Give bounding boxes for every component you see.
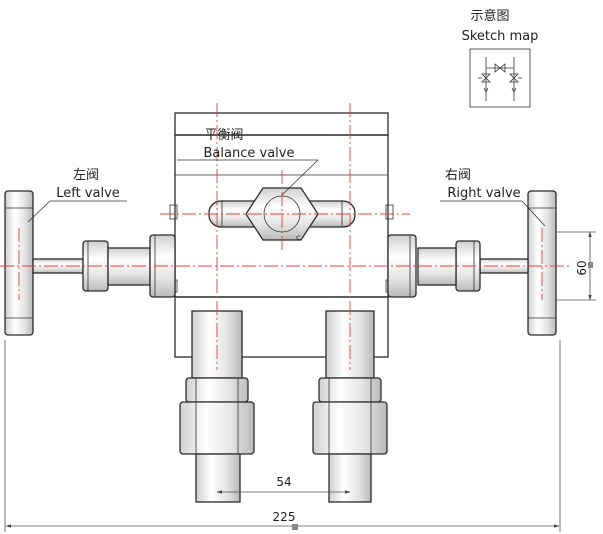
right-valve-label-cn: 右阀 xyxy=(445,168,471,183)
right-valve xyxy=(387,190,557,336)
right-port-fitting xyxy=(312,310,388,503)
dimension-54: 54 xyxy=(276,475,291,489)
dimension-60: 60 xyxy=(575,260,589,275)
balance-valve-label-en: Balance valve xyxy=(204,146,295,161)
dimension-port-spacing: 54 xyxy=(216,475,351,494)
sketch-map: 示意图 Sketch map xyxy=(462,8,539,108)
sketch-map-symbol xyxy=(478,57,522,101)
left-valve-label-en: Left valve xyxy=(56,186,120,201)
right-valve-label-en: Right valve xyxy=(447,186,520,201)
sketch-map-frame xyxy=(469,48,531,108)
left-valve xyxy=(4,190,176,336)
dimension-height: 60 xyxy=(556,231,596,301)
hex-mark: c xyxy=(296,233,300,242)
dimension-225: 225 xyxy=(273,510,296,524)
sketch-title-cn: 示意图 xyxy=(470,8,509,24)
left-port-fitting xyxy=(179,310,255,503)
leader-lines xyxy=(27,159,546,227)
centerlines xyxy=(0,103,572,370)
balance-valve-label-cn: 平衡阀 xyxy=(204,128,243,143)
left-valve-label-cn: 左阀 xyxy=(73,168,99,183)
sketch-title-en: Sketch map xyxy=(462,29,539,44)
dimension-overall-width: 225 xyxy=(4,340,561,532)
